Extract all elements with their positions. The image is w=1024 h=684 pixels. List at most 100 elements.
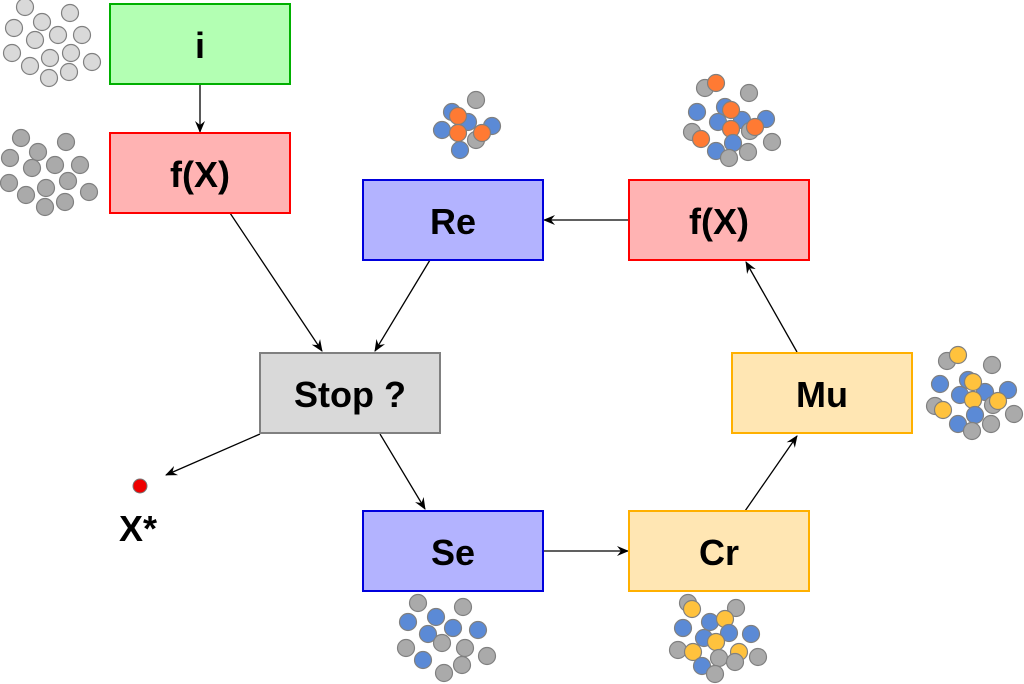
node-label: Se [431,532,475,573]
node-label: Re [430,201,476,242]
individual-dot [413,650,433,670]
individual-dot [738,142,758,162]
individual-dot [721,100,741,120]
individual-dot [408,593,428,613]
population-replaced [432,90,502,160]
individual-dot [719,148,739,168]
node-stop: Stop ? [259,352,441,434]
individual-dot [396,638,416,658]
flow-arrow [379,433,426,510]
individual-dot [709,648,729,668]
individual-dot [683,642,703,662]
population-offspring-evaluated [682,73,782,168]
individual-dot [673,618,693,638]
individual-dot [700,612,720,632]
node-box [628,179,810,261]
flow-arrow [229,212,323,352]
individual-dot [726,598,746,618]
individual-dot [963,390,983,410]
individual-dot [60,3,80,23]
individual-dot [2,43,22,63]
node-box [731,352,913,434]
individual-dot [450,140,470,160]
flow-arrow [374,259,431,352]
flow-arrow [165,433,261,476]
node-box [362,179,544,261]
individual-dot [59,62,79,82]
individual-dot [453,597,473,617]
individual-dot [739,83,759,103]
node-box [362,510,544,592]
individual-dot [443,618,463,638]
individual-dot [15,0,35,17]
individual-dot [723,133,743,153]
arrows [165,84,798,556]
individual-dot [434,663,454,683]
individual-dot [455,638,475,658]
individual-dot [933,400,953,420]
individual-dot [55,192,75,212]
node-crossover: Cr [628,510,810,592]
individual-dot [687,102,707,122]
individual-dot [11,128,31,148]
individual-dot [20,56,40,76]
individual-dot [668,640,688,660]
node-box [259,352,441,434]
individual-dot [0,173,19,193]
individual-dot [82,52,102,72]
individual-dot [745,117,765,137]
individual-dot [61,43,81,63]
individual-dot [448,123,468,143]
population-initial [2,0,102,88]
individual-dot [28,142,48,162]
individual-dot [706,73,726,93]
individual-dot [0,148,20,168]
individual-dot [965,405,985,425]
node-label: i [195,25,205,66]
individual-dot [466,90,486,110]
individual-dot [448,106,468,126]
individual-dot [762,132,782,152]
node-label: Stop ? [294,374,406,415]
individual-dot [725,652,745,672]
individual-dot [706,632,726,652]
individual-dot [45,155,65,175]
node-init: i [109,3,291,85]
individual-dot [432,120,452,140]
individual-dot [58,171,78,191]
individual-dot [988,391,1008,411]
node-replace: Re [362,179,544,261]
individual-dot [35,197,55,217]
flow-arrow [744,435,798,512]
node-label: Mu [796,374,848,415]
individual-dot [70,155,90,175]
individual-dot [398,612,418,632]
individual-dot [426,607,446,627]
individual-dot [741,624,761,644]
node-label: Cr [699,532,739,573]
individual-dot [963,372,983,392]
individual-dot [981,414,1001,434]
individual-dot [32,12,52,32]
individual-dot [468,620,488,640]
individual-dot [477,646,497,666]
individual-dot [682,599,702,619]
node-label: f(X) [689,201,749,242]
individual-dot [452,655,472,675]
individual-dot [1004,404,1024,424]
population-mutated [925,345,1024,441]
individual-dot [691,129,711,149]
node-label: f(X) [170,154,230,195]
individual-dot [748,647,768,667]
individual-dot [692,656,712,676]
node-mutate: Mu [731,352,913,434]
individual-dot [40,48,60,68]
node-eval-right: f(X) [628,179,810,261]
individual-dot [962,421,982,441]
individual-dot [56,132,76,152]
individual-dot [719,623,739,643]
flow-arrow [745,261,798,353]
result-dot [132,478,148,494]
